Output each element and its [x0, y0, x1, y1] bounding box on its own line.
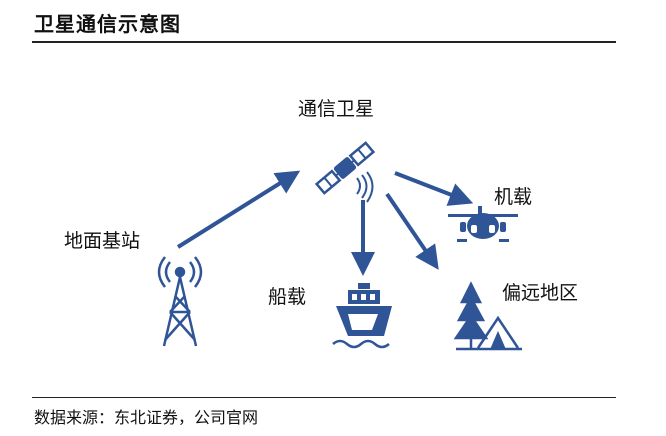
- satellite-label: 通信卫星: [298, 98, 375, 120]
- ground-station-label: 地面基站: [64, 230, 141, 252]
- tree-tent-icon: [453, 281, 522, 351]
- arrow-ground-to-satellite: [176, 170, 301, 249]
- satellite-icon: [314, 141, 376, 203]
- ship-icon: [332, 283, 392, 349]
- title-divider: [32, 41, 616, 43]
- arrow-satellite-to-remote: [385, 192, 439, 270]
- shipborne-label: 船载: [268, 286, 307, 308]
- airborne-label: 机载: [494, 186, 533, 208]
- remote-area-label: 偏远地区: [502, 282, 579, 304]
- arrow-satellite-to-airborne: [394, 171, 474, 206]
- source-divider: [32, 397, 616, 398]
- figure-title: 卫星通信示意图: [34, 12, 181, 36]
- source-note: 数据来源：东北证券，公司官网: [34, 408, 259, 427]
- tower-icon: [157, 256, 203, 347]
- airplane-icon: [448, 206, 518, 242]
